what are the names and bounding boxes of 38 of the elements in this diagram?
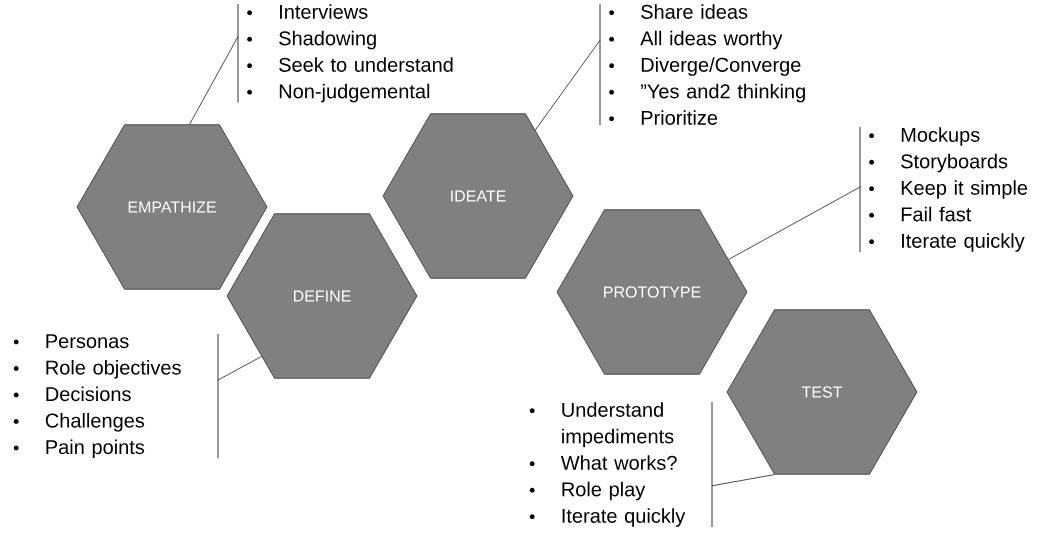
- node-label: Diverge/Converge: [641, 57, 801, 76]
- bullet-list: Understand impediments What works? Role play Iterate quickly: [529, 402, 686, 527]
- bullet-list: Mockups Storyboards Keep it simple Fail fast Iterate quickly: [869, 127, 1028, 252]
- node-label: Iterate quickly: [562, 508, 686, 527]
- bullet-list: Interviews Shadowing Seek to understand Non-judgemental: [247, 4, 453, 103]
- node-label: All ideas worthy: [640, 30, 783, 50]
- node-label: Storyboards: [901, 153, 1008, 173]
- node-label: Interviews: [280, 4, 368, 19]
- node-label: Personas: [46, 334, 129, 349]
- hexagon: DEFINE: [226, 213, 418, 379]
- hexagon: IDEATE: [382, 113, 574, 279]
- node-label: Seek to understand: [279, 57, 453, 72]
- node-label: ”Yes and2 thinking: [640, 83, 805, 103]
- leader-line: [534, 40, 601, 131]
- bullet-list: Share ideas All ideas worthy Diverge/Converge ”Yes and2 thinking Prioritize: [609, 4, 805, 125]
- leader-line: [728, 186, 861, 260]
- leader-line: [217, 356, 262, 381]
- hexagon: PROTOTYPE: [556, 209, 748, 375]
- node-label: Share ideas: [641, 4, 748, 19]
- node-label: Fail fast: [901, 206, 972, 222]
- node-label: Shadowing: [279, 30, 376, 50]
- hexagon: EMPATHIZE: [76, 124, 268, 290]
- node-label: Iterate quickly: [902, 233, 1025, 252]
- node-label: Understand impediments: [562, 402, 674, 448]
- node-label: Role play: [562, 481, 646, 501]
- leader-line: [711, 474, 775, 487]
- node-label: What works?: [560, 455, 677, 470]
- node-label: Pain points: [46, 439, 145, 459]
- node-label: Non-judgemental: [279, 83, 430, 103]
- hexagon: TEST: [726, 309, 918, 475]
- node-label: Decisions: [46, 386, 131, 402]
- node-label: Challenges: [45, 412, 145, 432]
- node-label: Role objectives: [46, 359, 181, 379]
- node-label: Mockups: [901, 127, 980, 146]
- leader-line: [189, 36, 239, 125]
- node-label: Keep it simple: [901, 180, 1028, 199]
- node-label: Prioritize: [641, 110, 718, 125]
- bullet-list: Personas Role objectives Decisions Challenges Pain points: [13, 334, 181, 459]
